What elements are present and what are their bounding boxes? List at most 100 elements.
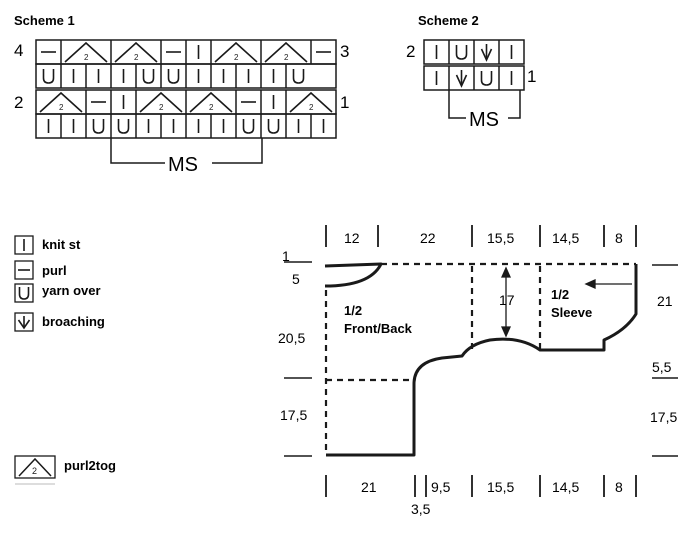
scheme1-row2-cell5-yo-icon	[135, 64, 155, 88]
inner-dim-17: 17	[499, 292, 515, 308]
bottom-dim-1: 21	[361, 479, 377, 495]
scheme2-ms-label: MS	[469, 109, 499, 131]
scheme2-row2-cell2-broach-icon	[448, 66, 468, 90]
scheme1-row3-cell1-p2t-icon: 2	[39, 91, 83, 113]
scheme1-row3-cell5-p2t-icon: 2	[185, 90, 233, 114]
scheme1-row4-cell6-knit-icon	[160, 114, 175, 138]
top-dim-4: 14,5	[552, 230, 579, 246]
scheme1-row3-cell4-p2t-icon: 2	[135, 90, 183, 114]
front-back-label-line2: Front/Back	[344, 321, 413, 336]
scheme1-row4-cell11-knit-icon	[285, 114, 300, 138]
scheme2-title: Scheme 2	[418, 13, 479, 28]
scheme1-row4-cell2-knit-icon	[60, 114, 75, 138]
left-dim-17-5: 17,5	[280, 407, 307, 423]
scheme1-row2-cell9-knit-icon	[235, 64, 250, 88]
legend-broaching-icon	[14, 312, 34, 332]
sleeve-label-line2: Sleeve	[551, 305, 592, 320]
legend-purl2tog-label: purl2tog	[64, 458, 116, 473]
scheme1-row4-cell10-yo-icon	[260, 114, 280, 138]
scheme1-row4-cell3-yo-icon	[85, 114, 105, 138]
bottom-dim-4: 14,5	[552, 479, 579, 495]
legend-purl-label: purl	[42, 263, 67, 278]
scheme1-row2-cell10-knit-icon	[260, 64, 275, 88]
scheme1-row2-cell3-knit-icon	[85, 64, 100, 88]
scheme1-row1-cell6-p2t-icon: 2	[210, 40, 258, 64]
scheme1-row2-cell7-knit-icon	[185, 64, 200, 88]
scheme1-row2-cell1-yo-icon	[42, 69, 55, 84]
svg-text:2: 2	[32, 466, 37, 476]
top-dim-5: 8	[615, 230, 623, 246]
scheme2-row1-cell3-broach-icon	[473, 40, 493, 64]
svg-text:2: 2	[59, 103, 64, 112]
scheme1-row4-cell4-yo-icon	[110, 114, 130, 138]
scheme1-row2-cell11-yo-icon	[285, 64, 305, 88]
top-dim-2: 22	[420, 230, 436, 246]
legend-broaching-label: broaching	[42, 314, 105, 329]
left-dim-1: 1	[282, 248, 290, 264]
scheme1-row3-cell3-knit-icon	[110, 90, 125, 114]
top-dim-3: 15,5	[487, 230, 514, 246]
bottom-dim-3: 15,5	[487, 479, 514, 495]
legend-knit-label: knit st	[42, 237, 81, 252]
scheme1-row-number-1: 1	[340, 93, 349, 112]
scheme2-ms-bracket	[448, 90, 521, 119]
legend-yarn-over-icon	[14, 283, 34, 303]
scheme2-row2-cell3-yo-icon	[473, 66, 493, 90]
legend-purl2tog-icon: 2	[14, 455, 56, 485]
scheme2-row1-cell4-knit-icon	[498, 40, 513, 64]
svg-text:2: 2	[84, 53, 89, 62]
bottom-dim-5: 8	[615, 479, 623, 495]
scheme1-row3-cell2-purl-icon	[85, 90, 106, 114]
scheme1-row1-cell3-p2t-icon: 2	[110, 40, 158, 64]
scheme1-row4-cell5-knit-icon	[135, 114, 150, 138]
scheme1-row4-cell8-knit-icon	[210, 114, 225, 138]
scheme2-row2-cell4-knit-icon	[498, 66, 513, 90]
scheme1-row-number-4: 4	[14, 41, 23, 60]
scheme1-row3-cell6-purl-icon	[235, 90, 256, 114]
svg-text:2: 2	[234, 53, 239, 62]
scheme1-row4-cell12-knit-icon	[310, 114, 325, 138]
right-dim-5-5: 5,5	[652, 359, 672, 375]
scheme1-row2-cell6-yo-icon	[160, 64, 180, 88]
scheme1-row2-cell2-knit-icon	[60, 64, 75, 88]
svg-text:2: 2	[159, 103, 164, 112]
scheme1-row4-cell9-yo-icon	[235, 114, 255, 138]
scheme2-chart	[423, 39, 525, 91]
top-dim-1: 12	[344, 230, 360, 246]
scheme1-row2-cell4-knit-icon	[110, 64, 125, 88]
scheme1-ms-label: MS	[168, 154, 198, 176]
scheme1-ms-bracket	[110, 138, 263, 164]
legend-purl-icon	[14, 260, 34, 280]
scheme1-row2-cell8-knit-icon	[210, 64, 225, 88]
svg-text:2: 2	[134, 53, 139, 62]
scheme1-row1-cell5-knit-icon	[185, 40, 200, 64]
scheme1-chart: 2 2 2 2 2 2 2 2	[35, 39, 337, 139]
scheme1-row-number-2: 2	[14, 93, 23, 112]
scheme2-row1-cell2-yo-icon	[448, 40, 468, 64]
left-dim-20-5: 20,5	[278, 330, 305, 346]
scheme1-row1-cell8-purl-icon	[310, 40, 331, 64]
svg-text:2: 2	[209, 103, 214, 112]
legend-knit-icon	[14, 235, 34, 255]
scheme2-row-number-1: 1	[527, 67, 536, 86]
scheme1-row1-cell2-p2t-icon: 2	[60, 40, 108, 64]
bottom-dim-2: 9,5	[431, 479, 451, 495]
right-dim-17-5: 17,5	[650, 409, 677, 425]
garment-schematic	[284, 225, 678, 497]
legend: knit st purl yarn over broaching 2 purl2…	[14, 235, 116, 485]
scheme1-row3-cell7-knit-icon	[260, 90, 275, 114]
sleeve-label-line1: 1/2	[551, 287, 569, 302]
right-dim-21: 21	[657, 293, 673, 309]
scheme1-row-number-3: 3	[340, 42, 349, 61]
scheme1-row3-cell8-p2t-icon: 2	[285, 90, 333, 114]
svg-text:2: 2	[284, 53, 289, 62]
legend-yarn-over-label: yarn over	[42, 283, 101, 298]
bottom-dim-sub: 3,5	[411, 501, 431, 517]
left-dim-5: 5	[292, 271, 300, 287]
scheme1-row1-cell4-purl-icon	[160, 40, 181, 64]
svg-text:2: 2	[309, 103, 314, 112]
scheme1-title: Scheme 1	[14, 13, 75, 28]
scheme1-row1-cell7-p2t-icon: 2	[260, 40, 308, 64]
scheme2-row-number-2: 2	[406, 42, 415, 61]
